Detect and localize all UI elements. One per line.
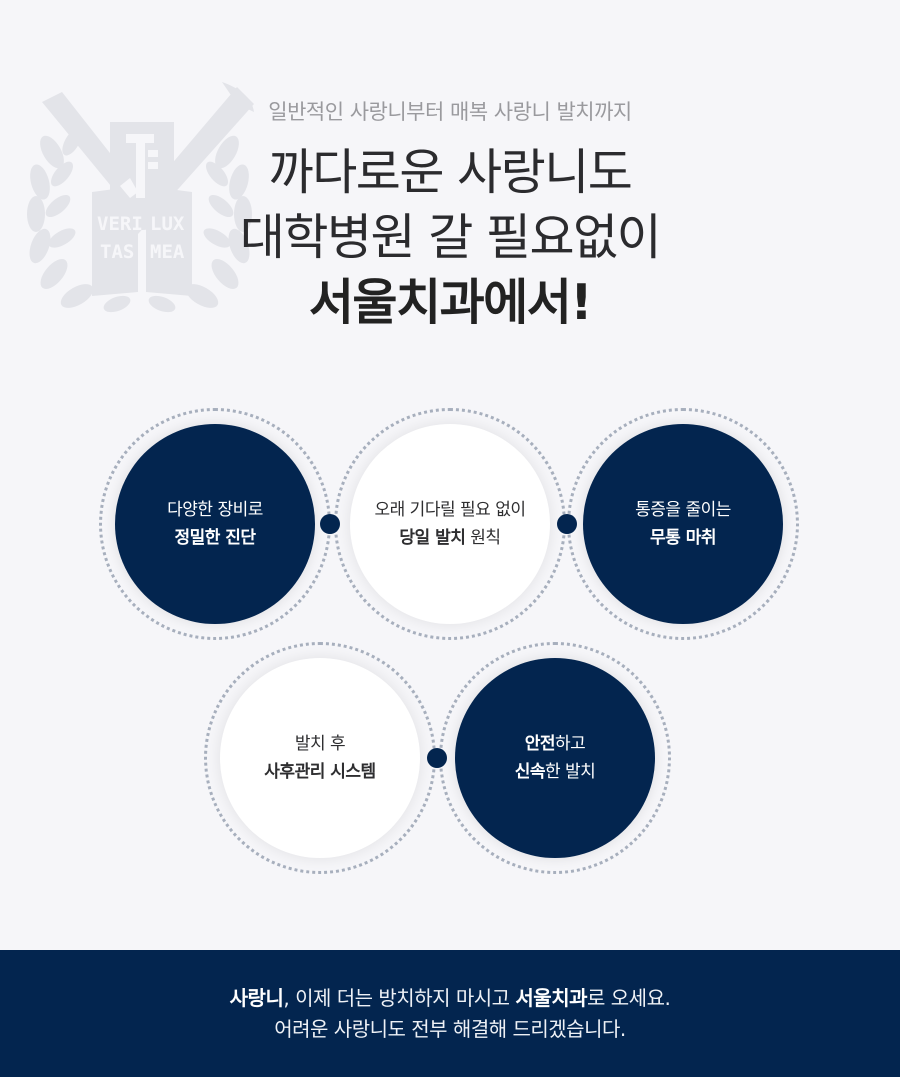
footer-line-1: 사랑니, 이제 더는 방치하지 마시고 서울치과로 오세요.	[230, 983, 671, 1014]
feature-line-1-bold: 안전	[524, 734, 556, 754]
footer-banner: 사랑니, 이제 더는 방치하지 마시고 서울치과로 오세요. 어려운 사랑니도 …	[0, 950, 900, 1077]
feature-line-1: 다양한 장비로	[167, 500, 263, 520]
svg-text:VERI: VERI	[97, 213, 143, 235]
feature-safe-fast-extraction: 안전하고 신속한 발치	[455, 658, 655, 858]
feature-line-1: 오래 기다릴 필요 없이	[374, 500, 526, 520]
headline-line-2: 대학병원 갈 필요없이	[239, 209, 662, 266]
footer-bold-wisdom-tooth: 사랑니	[229, 985, 284, 1010]
svg-text:LUX: LUX	[150, 213, 185, 235]
feature-line-2-bold: 신속	[514, 762, 546, 782]
feature-line-2-bold: 사후관리 시스템	[264, 762, 376, 782]
feature-line-2-rest: 한 발치	[544, 762, 596, 782]
connector-dot-3	[427, 748, 447, 768]
feature-painless-anesthesia: 통증을 줄이는 무통 마취	[583, 424, 783, 624]
svg-text:TAS: TAS	[100, 241, 134, 263]
footer-line-2: 어려운 사랑니도 전부 해결해 드리겠습니다.	[274, 1016, 626, 1041]
hero-headline: 까다로운 사랑니도 대학병원 갈 필요없이 서울치과에서!	[0, 140, 900, 335]
headline-line-3: 서울치과에서!	[308, 274, 593, 331]
feature-line-1-rest: 하고	[555, 734, 586, 754]
footer-bold-clinic-name: 서울치과	[515, 985, 588, 1010]
connector-dot-2	[557, 514, 577, 534]
footer-text: , 이제 더는 방치하지 마시고	[283, 985, 516, 1010]
feature-line-1: 통증을 줄이는	[635, 500, 731, 520]
feature-line-2-rest: 원칙	[465, 528, 501, 548]
feature-aftercare-system: 발치 후 사후관리 시스템	[220, 658, 420, 858]
hero-subtitle: 일반적인 사랑니부터 매복 사랑니 발치까지	[268, 100, 632, 124]
feature-line-2-bold: 당일 발치	[399, 528, 466, 548]
feature-precise-diagnosis: 다양한 장비로 정밀한 진단	[115, 424, 315, 624]
headline-line-1: 까다로운 사랑니도	[268, 144, 633, 201]
svg-text:MEA: MEA	[150, 241, 185, 263]
university-crest-watermark-icon: VERI LUX TAS MEA	[27, 82, 254, 313]
feature-line-1: 발치 후	[294, 734, 346, 754]
feature-line-2-bold: 정밀한 진단	[174, 528, 256, 548]
footer-text: 로 오세요.	[587, 985, 671, 1010]
feature-same-day-extraction: 오래 기다릴 필요 없이 당일 발치 원칙	[350, 424, 550, 624]
feature-line-2-bold: 무통 마취	[650, 528, 716, 548]
connector-dot-1	[320, 514, 340, 534]
